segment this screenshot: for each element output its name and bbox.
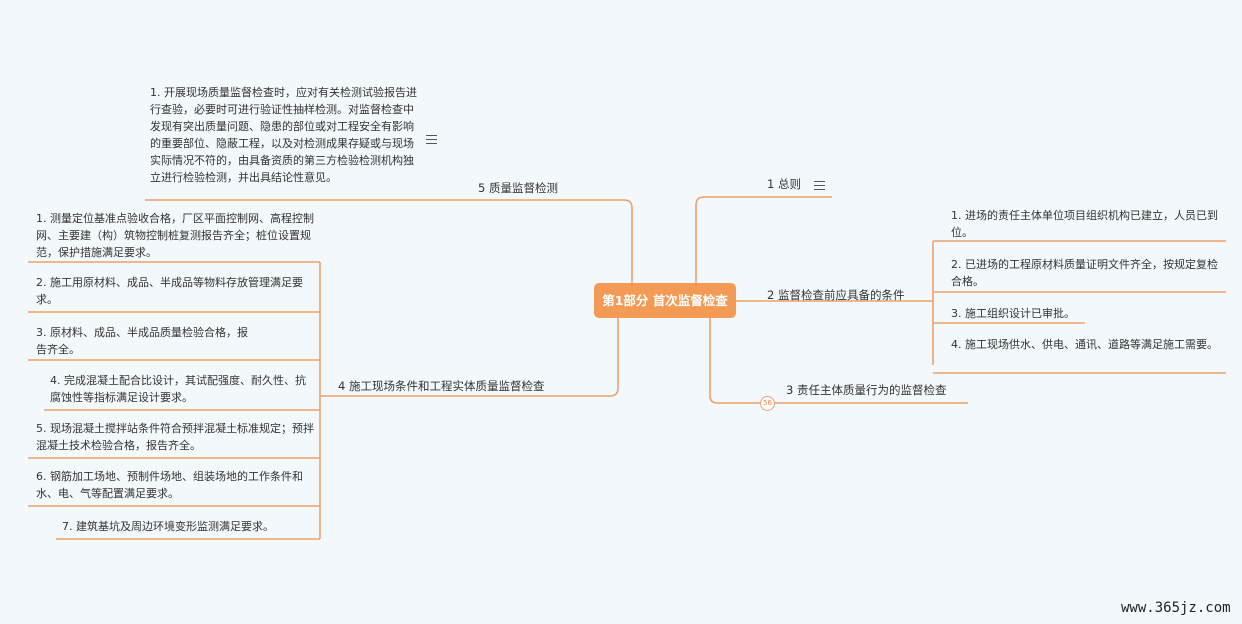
watermark: www.365jz.com	[1121, 600, 1231, 616]
branch-site	[320, 318, 619, 397]
condition-item-3[interactable]: 3. 施工组织设计已审批。	[951, 307, 1075, 320]
testing-note[interactable]: 1. 开展现场质量监督检查时，应对有关检测试验报告进行查验，必要时可进行验证性抽…	[150, 86, 417, 184]
collapsed-count-badge[interactable]: 56	[760, 396, 775, 411]
site-item-5[interactable]: 5. 现场混凝土搅拌站条件符合预拌混凝土标准规定；预拌混凝土技术检验合格，报告齐…	[36, 422, 314, 452]
topic-responsibility[interactable]: 3 责任主体质量行为的监督检查	[786, 383, 947, 397]
topic-testing[interactable]: 5 质量监督检测	[478, 181, 558, 195]
topic-conditions[interactable]: 2 监督检查前应具备的条件	[767, 288, 905, 302]
condition-item-2[interactable]: 2. 已进场的工程原材料质量证明文件齐全，按规定复检合格。	[951, 258, 1218, 288]
branch-general	[695, 196, 832, 283]
site-item-6[interactable]: 6. 钢筋加工场地、预制件场地、组装场地的工作条件和水、电、气等配置满足要求。	[36, 470, 303, 500]
site-item-1[interactable]: 1. 测量定位基准点验收合格，厂区平面控制网、高程控制网、主要建（构）筑物控制桩…	[36, 212, 314, 259]
root-topic[interactable]: 第1部分 首次监督检查	[594, 283, 736, 318]
note-icon[interactable]	[426, 135, 437, 147]
site-item-2[interactable]: 2. 施工用原材料、成品、半成品等物料存放管理满足要求。	[36, 276, 303, 306]
conditions-spine	[925, 241, 934, 365]
site-item-4[interactable]: 4. 完成混凝土配合比设计，其试配强度、耐久性、抗腐蚀性等指标满足设计要求。	[50, 374, 306, 404]
branch-testing	[422, 199, 633, 283]
branch-responsibility	[709, 318, 968, 404]
topic-site[interactable]: 4 施工现场条件和工程实体质量监督检查	[338, 379, 545, 393]
site-item-3[interactable]: 3. 原材料、成品、半成品质量检验合格，报告齐全。	[36, 326, 248, 356]
condition-item-1[interactable]: 1. 进场的责任主体单位项目组织机构已建立，人员已到位。	[951, 209, 1218, 239]
site-item-7[interactable]: 7. 建筑基坑及周边环境变形监测满足要求。	[62, 520, 274, 533]
topic-general[interactable]: 1 总则	[767, 177, 801, 191]
note-icon[interactable]	[814, 181, 825, 193]
condition-item-4[interactable]: 4. 施工现场供水、供电、通讯、道路等满足施工需要。	[951, 338, 1218, 351]
